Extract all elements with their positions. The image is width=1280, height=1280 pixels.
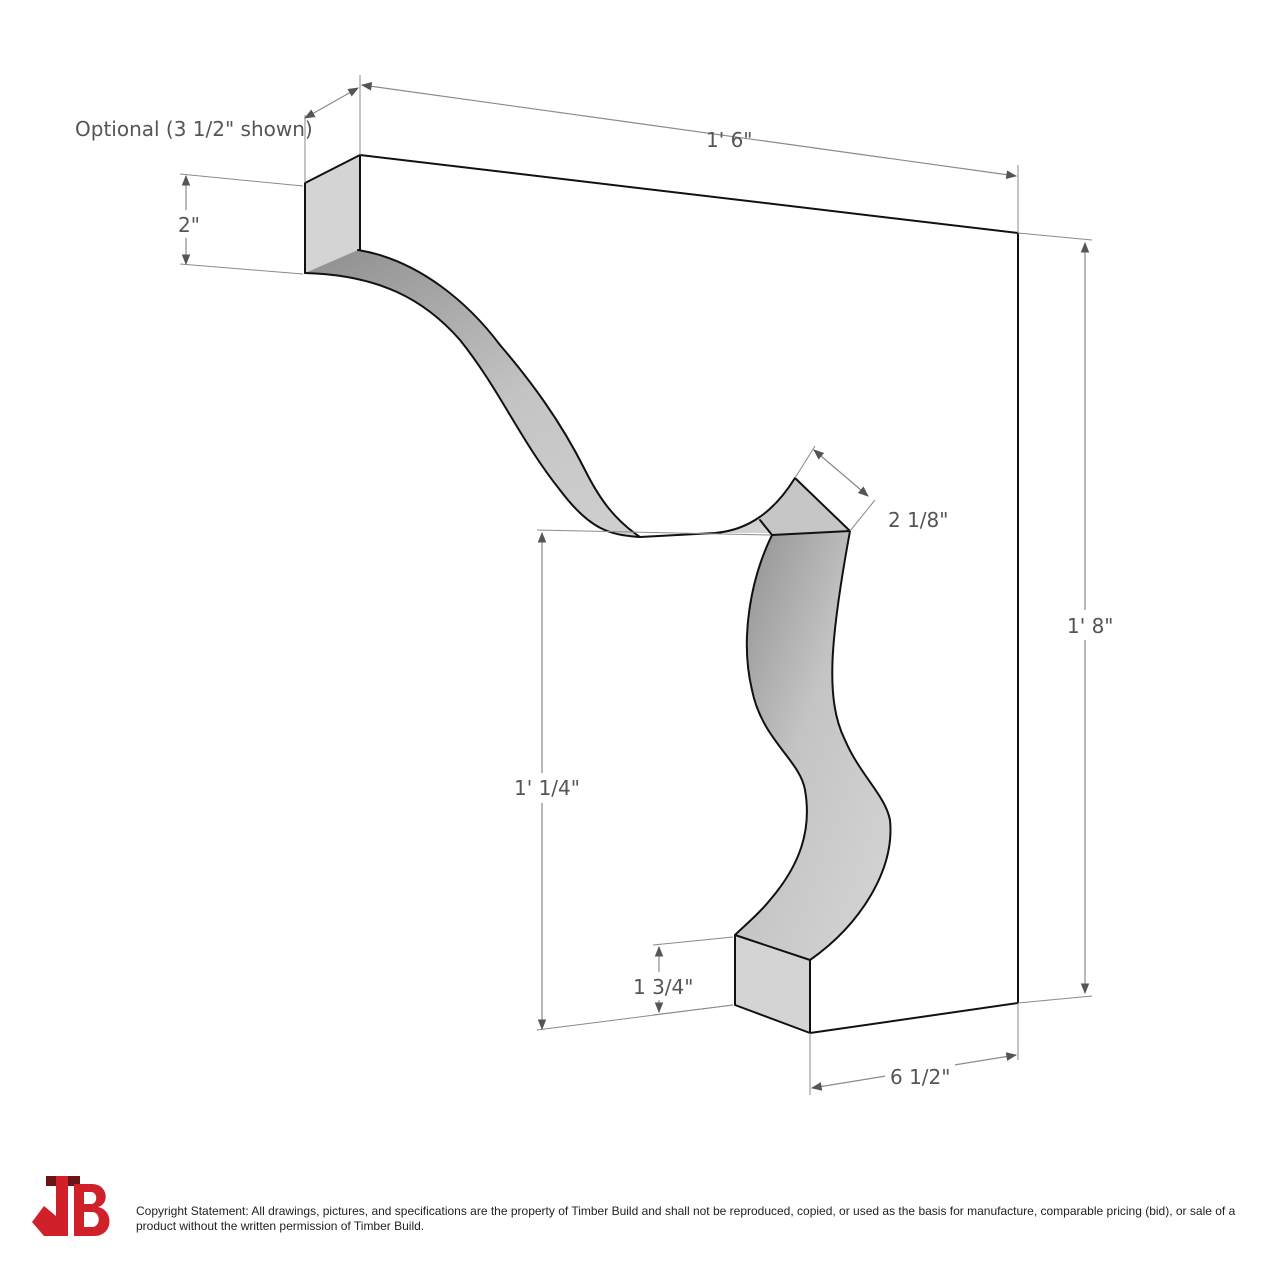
- footer: Copyright Statement: All drawings, pictu…: [30, 1170, 1250, 1240]
- dim-notch: 2 1/8": [794, 445, 948, 532]
- dim-notch-label: 2 1/8": [888, 508, 948, 532]
- dim-bottom-width-label: 6 1/2": [890, 1065, 950, 1089]
- dim-depth-label: Optional (3 1/2" shown): [75, 117, 313, 141]
- dim-bottom-end: 1 3/4": [630, 936, 734, 1016]
- top-end-face: [305, 155, 360, 273]
- dim-lower-height-label: 1' 1/4": [514, 776, 580, 800]
- dim-top-length-label: 1' 6": [706, 128, 753, 152]
- dim-overall-height: 1' 8": [1017, 232, 1116, 1004]
- dim-top-end: 2": [176, 173, 304, 275]
- bottom-end-face: [735, 935, 810, 1033]
- dim-depth: Optional (3 1/2" shown): [75, 75, 361, 183]
- lower-curve-face: [735, 531, 891, 960]
- corbel-side-face: [358, 155, 1018, 1033]
- dim-top-end-label: 2": [178, 213, 200, 237]
- dim-bottom-width: 6 1/2": [809, 1003, 1019, 1095]
- corbel-edges: [304, 154, 1019, 1034]
- dim-top-length: 1' 6": [360, 82, 1019, 233]
- timber-build-logo: [32, 1176, 110, 1236]
- dim-lower-height: 1' 1/4": [512, 529, 771, 1031]
- dim-bottom-end-label: 1 3/4": [633, 975, 693, 999]
- copyright-statement: Copyright Statement: All drawings, pictu…: [136, 1204, 1236, 1233]
- notch-end-face: [760, 478, 850, 535]
- dim-overall-height-label: 1' 8": [1067, 614, 1114, 638]
